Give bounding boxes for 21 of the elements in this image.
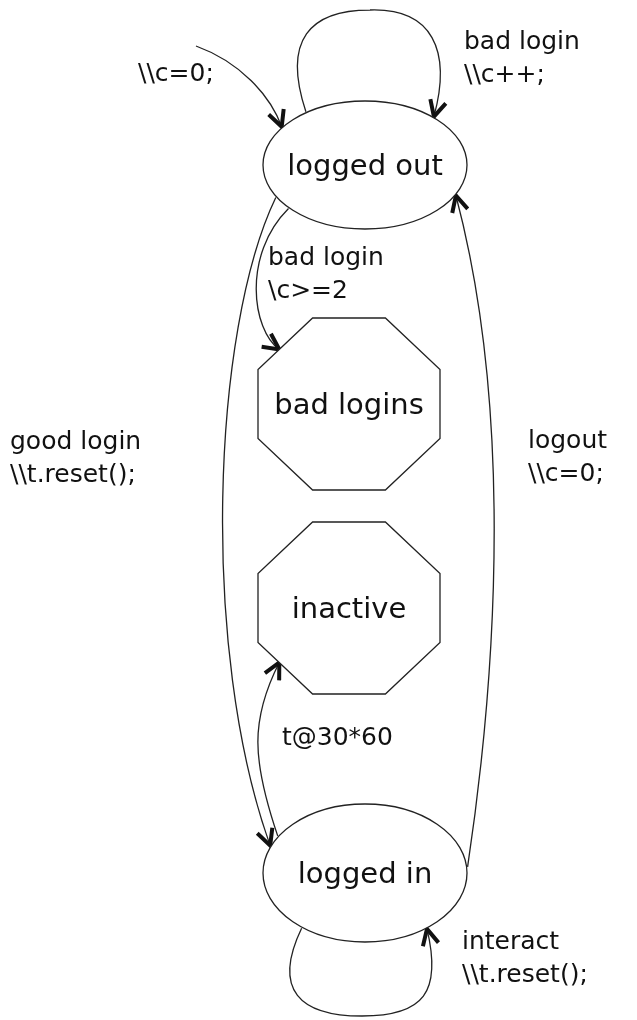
edge-label: \\c=0; xyxy=(138,57,215,89)
edge-label: good login \\t.reset(); xyxy=(10,425,143,490)
edge-label: interact \\t.reset(); xyxy=(462,925,589,990)
state-name: logged in xyxy=(297,856,433,890)
state-ellipse xyxy=(262,100,468,230)
state-name: bad logins xyxy=(274,387,424,421)
transition-arrow xyxy=(255,207,290,352)
edge-label: logout \\c=0; xyxy=(528,424,609,489)
state-name: logged out xyxy=(287,148,443,182)
transition-arrow xyxy=(296,9,448,119)
edge-label: bad login \c>=2 xyxy=(268,241,385,306)
transition-arrow xyxy=(222,196,277,848)
transition-arrow xyxy=(195,45,285,129)
edge-label: bad login \\c++; xyxy=(464,25,581,90)
transition-arrow xyxy=(289,926,441,1017)
transition-arrow xyxy=(257,660,282,837)
state-name: inactive xyxy=(291,591,407,625)
octagon-state xyxy=(258,522,440,694)
transition-arrow xyxy=(449,193,495,868)
edge-label: t@30*60 xyxy=(282,721,394,753)
octagon-state xyxy=(258,318,440,490)
